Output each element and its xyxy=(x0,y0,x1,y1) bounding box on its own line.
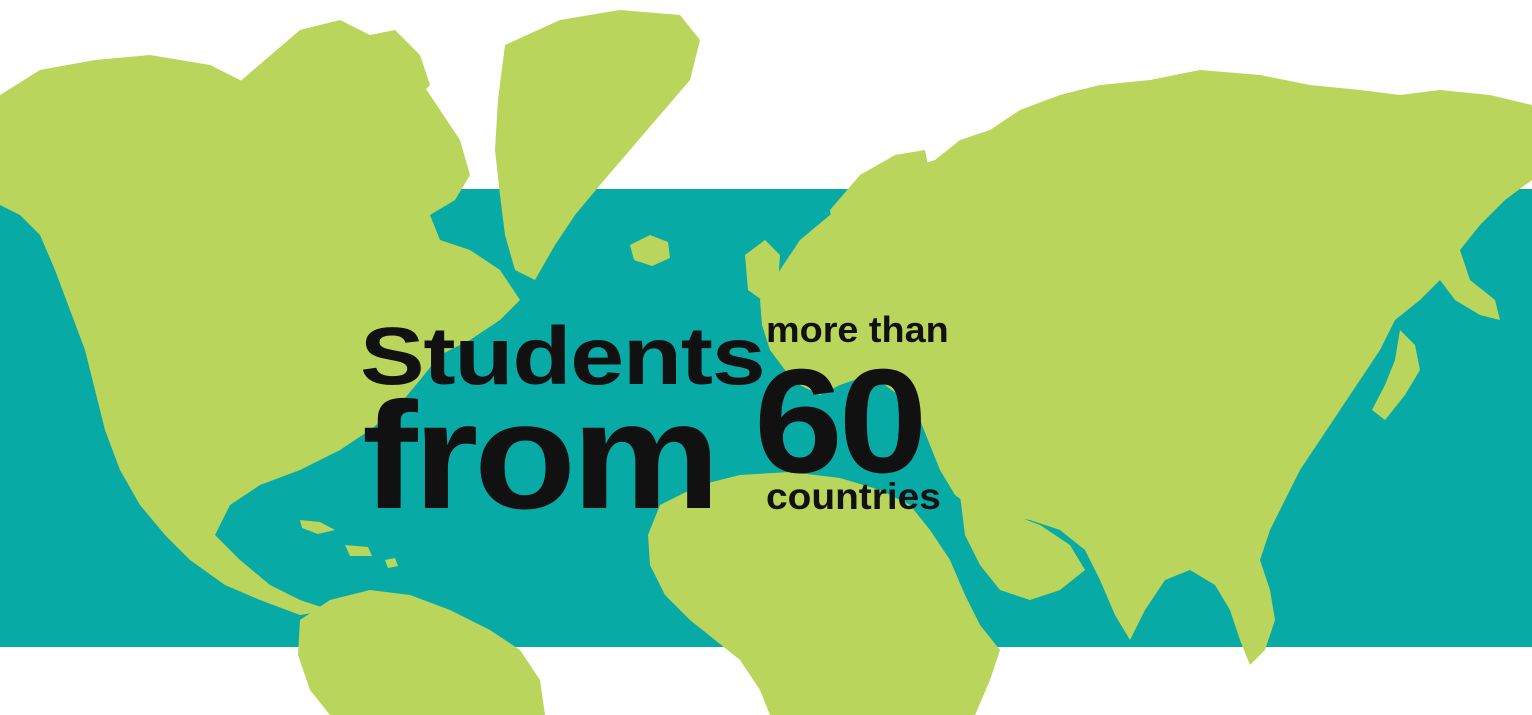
africa-landmass xyxy=(648,472,1000,715)
arctic-islands xyxy=(230,20,430,135)
greenland-landmass xyxy=(495,10,700,280)
headline-from: from xyxy=(362,371,720,541)
eurasia-landmass xyxy=(760,70,1532,665)
arabia-landmass xyxy=(960,495,1085,600)
british-isles-landmass xyxy=(745,240,780,300)
headline-countries: countries xyxy=(766,476,941,517)
headline-more-than: more than xyxy=(766,309,949,350)
caribbean-islands xyxy=(300,520,398,568)
japan-landmass xyxy=(1372,330,1420,420)
headline-number: 60 xyxy=(754,339,927,504)
headline-students: Students xyxy=(360,311,766,402)
south-america-landmass xyxy=(298,590,545,715)
north-america-landmass xyxy=(0,40,520,615)
iceland-landmass xyxy=(630,235,670,266)
scandinavia-landmass xyxy=(830,150,930,265)
